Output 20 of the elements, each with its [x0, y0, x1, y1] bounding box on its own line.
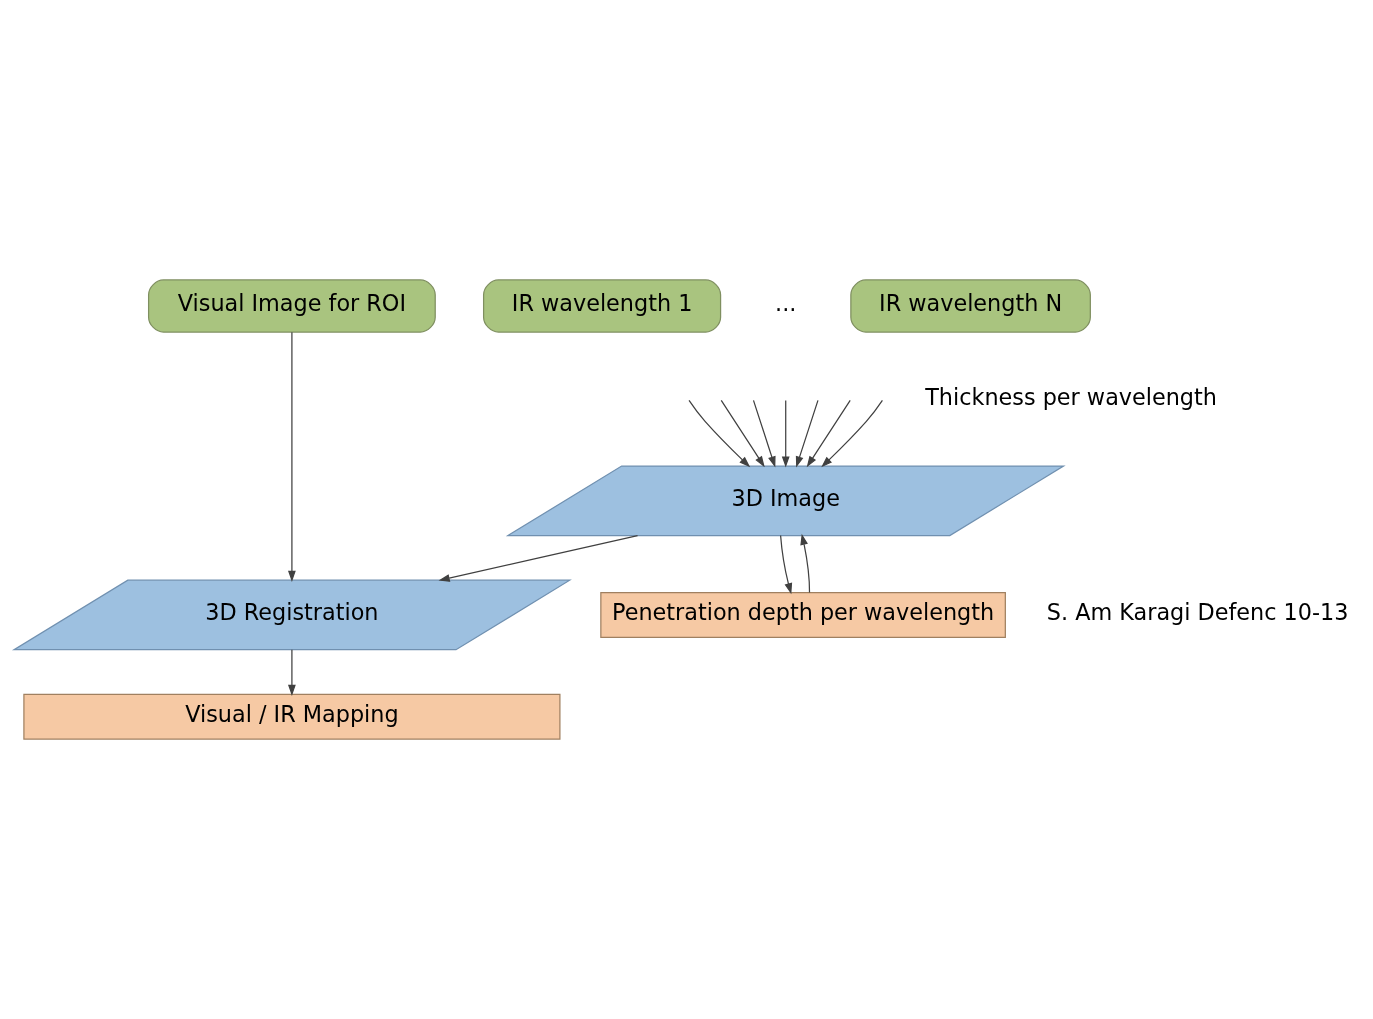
arrow [780, 534, 793, 595]
arrow [795, 399, 819, 468]
node-box: Visual Image for ROI [148, 279, 436, 333]
arrow [821, 399, 883, 468]
arrow [688, 399, 751, 468]
node-box: IR wavelength N [850, 279, 1091, 333]
label: S. Am Karagi Defenc 10-13 [1046, 599, 1349, 626]
arrow [752, 399, 776, 468]
node-box: IR wavelength 1 [483, 279, 722, 333]
arrow [720, 399, 765, 468]
arrow [438, 534, 639, 582]
arrow [806, 399, 851, 468]
arrow [288, 649, 296, 696]
arrow [781, 399, 790, 468]
label: ... [775, 290, 797, 317]
arrow [288, 331, 296, 582]
label: Thickness per wavelength [925, 383, 1217, 410]
node-box: Penetration depth per wavelength [600, 592, 1006, 638]
arrow [800, 533, 811, 594]
node-box: Visual / IR Mapping [23, 693, 561, 740]
